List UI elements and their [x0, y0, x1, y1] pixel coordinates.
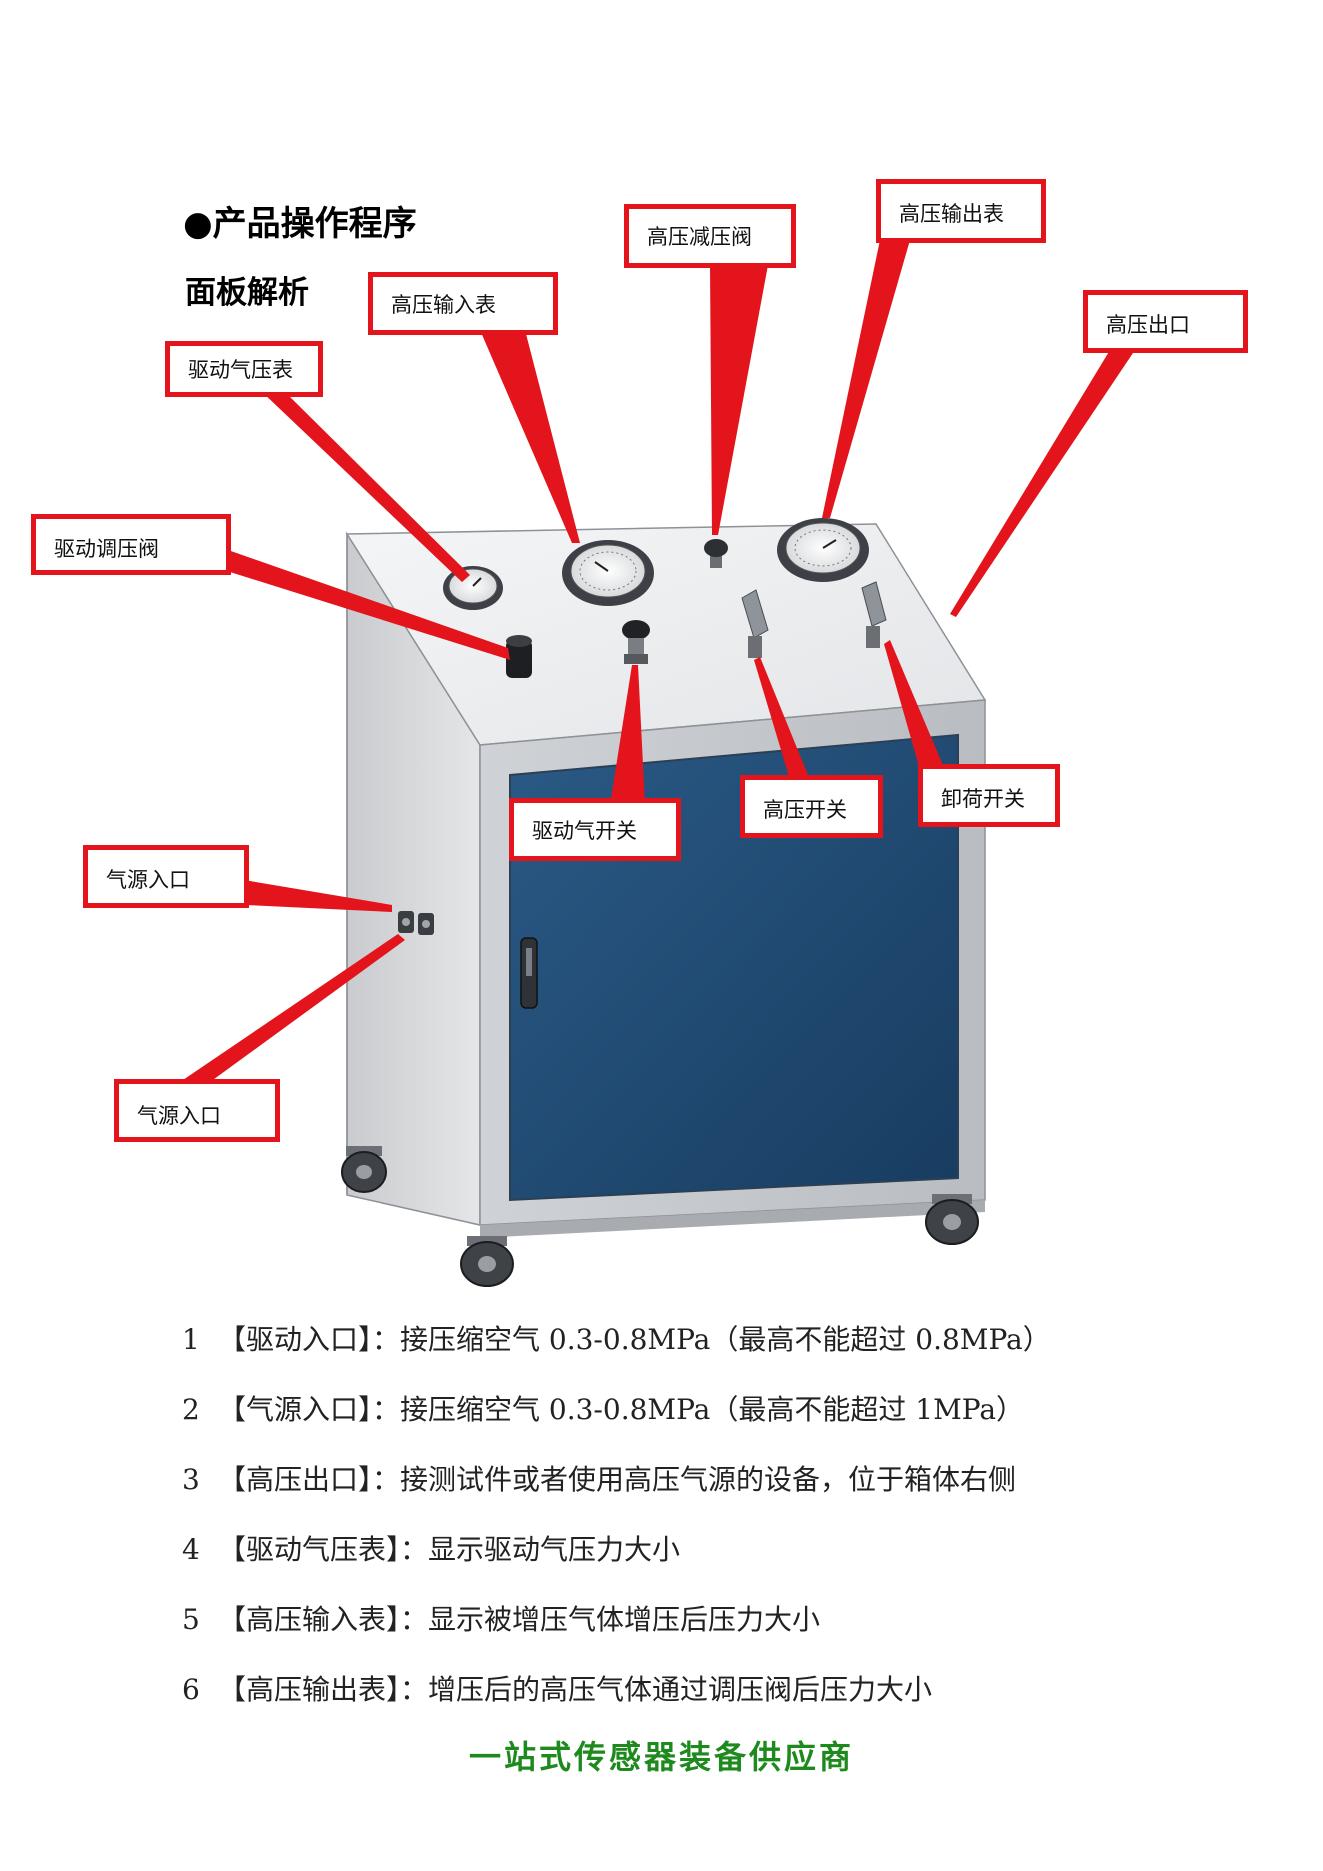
- page-subtitle: 面板解析: [185, 275, 309, 311]
- item-text: 【高压输出表】：增压后的高压气体通过调压阀后压力大小: [218, 1673, 933, 1706]
- hp-input-gauge-icon: [562, 540, 654, 606]
- item-number: 2: [182, 1393, 200, 1426]
- drive-regulator-knob-icon: [506, 635, 532, 678]
- title-text: 产品操作程序: [212, 204, 417, 244]
- description-item-4: 4 【驱动气压表】：显示驱动气压力大小: [182, 1528, 680, 1568]
- drive-air-switch-icon: [622, 620, 650, 664]
- description-item-2: 2 【气源入口】：接压缩空气 0.3-0.8MPa（最高不能超过 1MPa）: [182, 1388, 1024, 1428]
- hp-output-gauge-icon: [777, 518, 869, 582]
- item-text: 【气源入口】：接压缩空气 0.3-0.8MPa（最高不能超过 1MPa）: [218, 1393, 1025, 1426]
- callout-air-inlet-upper: 气源入口: [83, 845, 249, 908]
- drive-pressure-gauge-icon: [443, 566, 503, 610]
- item-text: 【驱动入口】：接压缩空气 0.3-0.8MPa（最高不能超过 0.8MPa）: [218, 1323, 1051, 1356]
- unload-switch-lever-icon: [861, 581, 887, 648]
- hp-switch-lever-icon: [741, 589, 769, 658]
- callout-air-inlet-lower: 气源入口: [114, 1079, 280, 1142]
- description-item-6: 6 【高压输出表】：增压后的高压气体通过调压阀后压力大小: [182, 1668, 932, 1708]
- item-text: 【高压输入表】：显示被增压气体增压后压力大小: [218, 1603, 821, 1636]
- callout-hp-reducing-valve: 高压减压阀: [624, 204, 796, 268]
- callout-hp-input-gauge: 高压输入表: [368, 272, 558, 335]
- callout-hp-outlet: 高压出口: [1083, 290, 1248, 353]
- callout-hp-switch: 高压开关: [740, 775, 883, 838]
- title-bullet: ●: [183, 204, 213, 244]
- callout-drive-regulator: 驱动调压阀: [31, 514, 231, 575]
- item-number: 6: [182, 1673, 200, 1706]
- item-number: 5: [182, 1603, 200, 1636]
- callout-drive-switch: 驱动气开关: [509, 798, 681, 861]
- item-text: 【驱动气压表】：显示驱动气压力大小: [218, 1533, 681, 1566]
- callout-unload-switch: 卸荷开关: [918, 764, 1060, 827]
- page-title: ●产品操作程序: [183, 196, 417, 245]
- cabinet-front-frame: [479, 699, 986, 1238]
- air-inlet-fittings: [398, 911, 434, 935]
- item-text: 【高压出口】：接测试件或者使用高压气源的设备，位于箱体右侧: [218, 1463, 1017, 1496]
- item-number: 4: [182, 1533, 200, 1566]
- callout-hp-output-gauge: 高压输出表: [876, 179, 1046, 243]
- description-item-5: 5 【高压输入表】：显示被增压气体增压后压力大小: [182, 1598, 820, 1638]
- callout-drive-gauge: 驱动气压表: [165, 341, 323, 397]
- callout-leader-lines: [180, 240, 1135, 1082]
- footer-slogan: 一站式传感器装备供应商: [468, 1738, 854, 1776]
- description-item-3: 3 【高压出口】：接测试件或者使用高压气源的设备，位于箱体右侧: [182, 1458, 1016, 1498]
- description-item-1: 1 【驱动入口】：接压缩空气 0.3-0.8MPa（最高不能超过 0.8MPa）: [182, 1318, 1051, 1358]
- item-number: 3: [182, 1463, 200, 1496]
- caster-wheels: [341, 1146, 979, 1287]
- item-number: 1: [182, 1323, 200, 1356]
- reducing-valve-knob-icon: [704, 539, 728, 568]
